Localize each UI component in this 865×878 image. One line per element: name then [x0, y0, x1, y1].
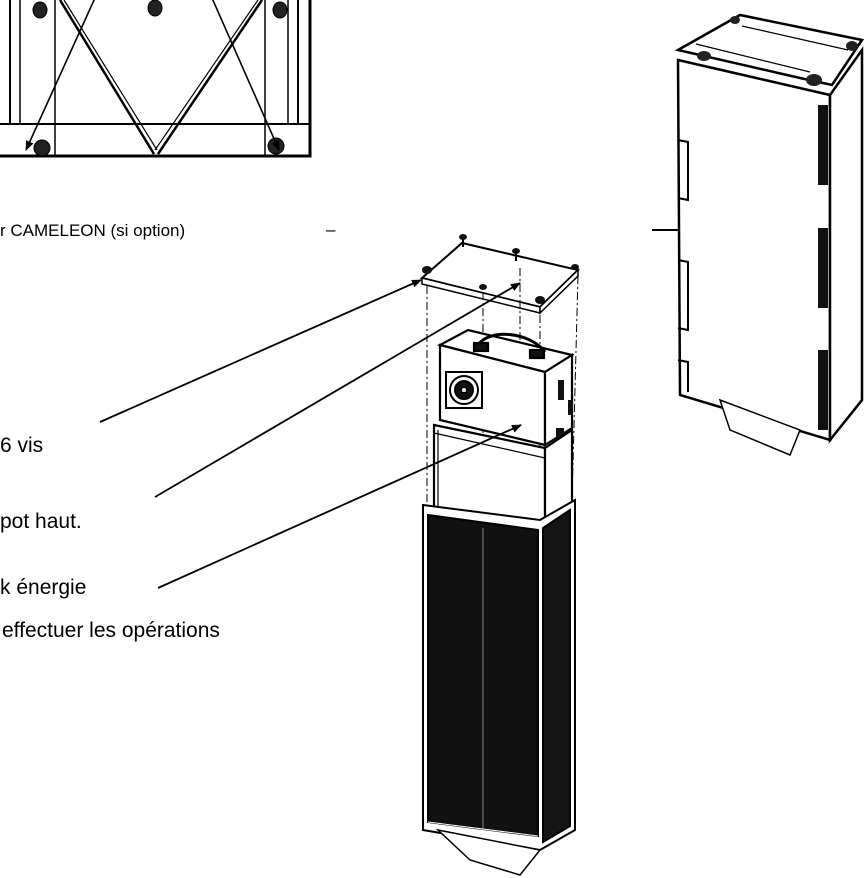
cover-screws	[422, 234, 579, 304]
detail-arrows	[25, 0, 280, 151]
energy-box-side-details	[556, 380, 573, 440]
cameleon-option-label: r CAMELEON (si option)	[0, 221, 186, 240]
top-cover	[419, 241, 581, 315]
fan-icon	[445, 371, 483, 409]
cameleon-vents	[818, 105, 828, 430]
cameleon-top-screws	[697, 16, 858, 86]
cameleon-cabinet	[674, 13, 865, 456]
cameleon-notches	[677, 139, 689, 392]
energy-box	[436, 328, 575, 447]
operations-label: effectuer les opérations	[2, 619, 220, 642]
energy-box-label: k énergie	[0, 576, 87, 599]
detail-screws	[32, 0, 288, 157]
detail-view-frame	[0, 0, 312, 158]
leader-lines	[99, 279, 522, 589]
screws-label: 6 vis	[0, 434, 44, 457]
main-column	[422, 498, 576, 876]
cameleon-dash: –	[326, 220, 336, 239]
top-hood-label: pot haut.	[0, 510, 82, 533]
